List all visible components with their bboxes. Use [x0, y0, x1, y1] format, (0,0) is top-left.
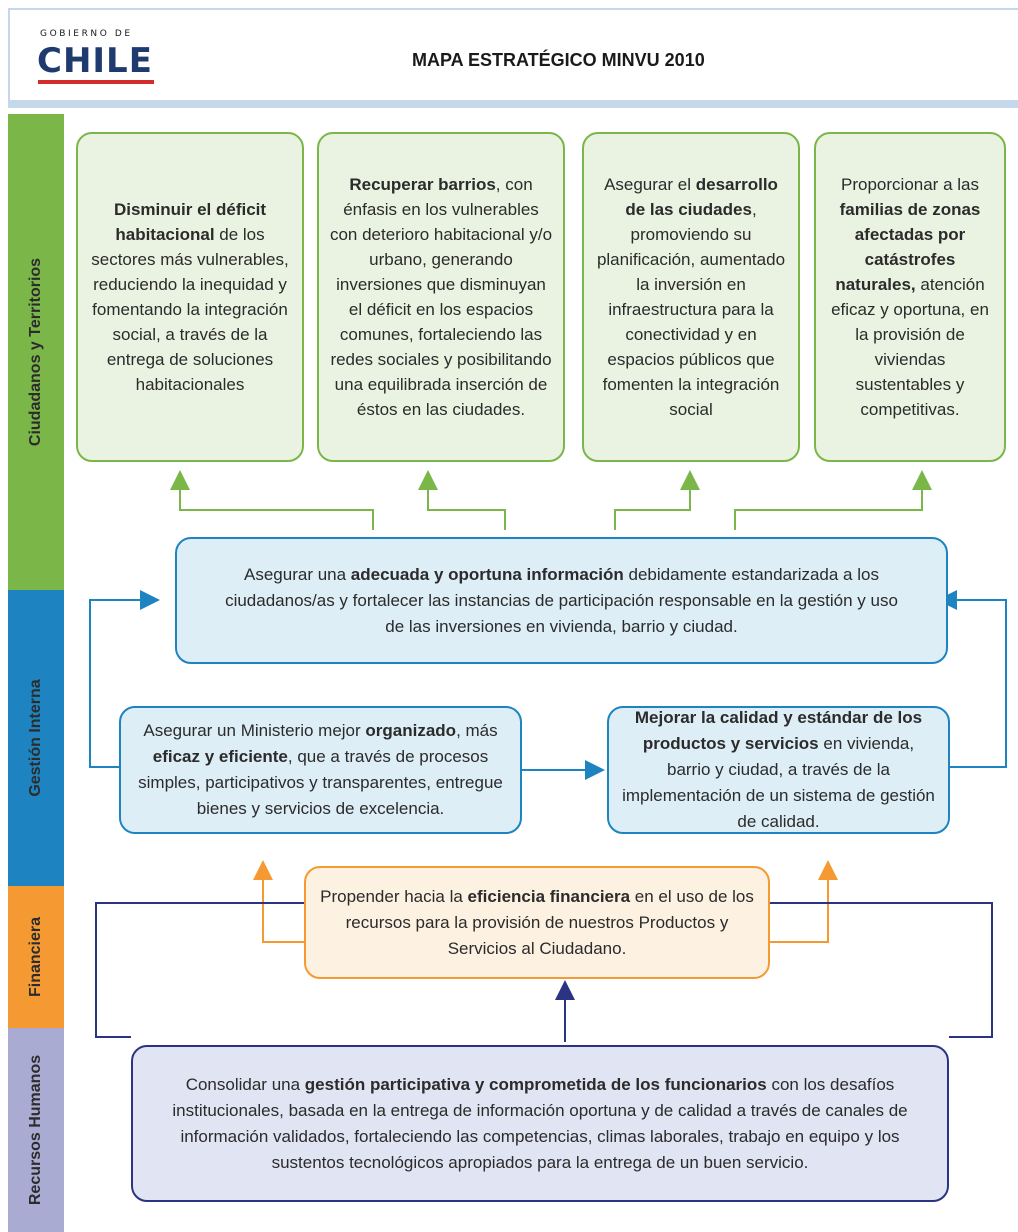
- arrow-info-to-g3: [614, 470, 700, 530]
- objective-info-lead: Asegurar una: [244, 564, 351, 584]
- perspective-financiera: Financiera: [8, 886, 64, 1028]
- header-band: [8, 100, 1018, 108]
- objective-org-text: , que a través de procesos simples, part…: [138, 747, 503, 818]
- objective-g1-bold: Disminuir el déficit habitacional: [113, 200, 267, 244]
- objective-rrhh-text: con los desafíos institucionales, basada…: [172, 1074, 908, 1172]
- objective-eficiencia-financiera: Propender hacia la eficiencia financiera…: [304, 866, 770, 979]
- arrow-org-to-info: [89, 590, 160, 768]
- objective-fin-lead: Propender hacia la: [320, 886, 468, 906]
- objective-catastrofes: Proporcionar a las familias de zonas afe…: [814, 132, 1006, 462]
- objective-ministerio-organizado: Asegurar un Ministerio mejor organizado,…: [119, 706, 522, 834]
- objective-g4-text: atención eficaz y oportuna, en la provis…: [831, 275, 989, 419]
- objective-fin-bold: eficiencia financiera: [467, 886, 631, 906]
- objective-rrhh-lead: Consolidar una: [185, 1074, 305, 1094]
- perspective-gestion: Gestión Interna: [8, 590, 64, 886]
- arrow-info-to-g4: [734, 470, 932, 530]
- objective-informacion: Asegurar una adecuada y oportuna informa…: [175, 537, 948, 664]
- arrow-fin-to-cal: [770, 860, 838, 943]
- objective-cal-text: en vivienda, barrio y ciudad, a través d…: [622, 734, 935, 831]
- objective-org-bold2: eficaz y eficiente: [152, 747, 288, 766]
- objective-g4-bold: familias de zonas afectadas por catástro…: [835, 200, 981, 294]
- objective-calidad-estandar: Mejorar la calidad y estándar de los pro…: [607, 706, 950, 834]
- page-title: MAPA ESTRATÉGICO MINVU 2010: [412, 50, 705, 70]
- arrow-info-to-g2: [418, 470, 506, 530]
- objective-g2-bold: Recuperar barrios: [349, 175, 496, 194]
- objective-g1-text: de los sectores más vulnerables, reducie…: [91, 225, 289, 394]
- objective-org-mid: , más: [456, 721, 498, 740]
- objective-g2-text: , con énfasis en los vulnerables con det…: [329, 175, 553, 419]
- line-rrhh-right: [770, 902, 993, 1038]
- objective-fin-text: en el uso de los recursos para la provis…: [345, 886, 754, 958]
- objective-desarrollo-ciudades: Asegurar el desarrollo de las ciudades, …: [582, 132, 800, 462]
- logo-underline: [38, 80, 154, 84]
- perspective-rrhh: Recursos Humanos: [8, 1028, 64, 1232]
- perspective-ciudadanos: Ciudadanos y Territorios: [8, 114, 64, 590]
- objective-g3-text: , promoviendo su planificación, aumentad…: [596, 200, 786, 419]
- arrow-fin-to-org: [253, 860, 304, 943]
- objective-info-text: debidamente estandarizada a los ciudadan…: [225, 564, 898, 636]
- objective-gestion-participativa: Consolidar una gestión participativa y c…: [131, 1045, 949, 1202]
- objective-g4-lead: Proporcionar a las: [841, 175, 979, 194]
- objective-cal-bold: Mejorar la calidad y estándar de los pro…: [634, 708, 923, 753]
- logo-chile: CHILE: [37, 41, 153, 81]
- objective-rrhh-bold: gestión participativa y comprometida de …: [304, 1074, 767, 1094]
- arrow-info-to-g1: [170, 470, 374, 530]
- arrow-cal-to-info: [937, 590, 1007, 768]
- objective-recuperar-barrios: Recuperar barrios, con énfasis en los vu…: [317, 132, 565, 462]
- header-frame: [8, 8, 1018, 108]
- objective-deficit-habitacional: Disminuir el déficit habitacional de los…: [76, 132, 304, 462]
- objective-org-lead: Asegurar un Ministerio mejor: [143, 721, 366, 740]
- line-rrhh-left: [95, 902, 304, 1038]
- objective-org-bold1: organizado: [365, 721, 457, 740]
- objective-g3-bold: desarrollo de las ciudades: [625, 175, 778, 219]
- objective-g3-lead: Asegurar el: [604, 175, 696, 194]
- logo-gobierno-de: GOBIERNO DE: [40, 29, 133, 39]
- objective-info-bold: adecuada y oportuna información: [350, 564, 624, 584]
